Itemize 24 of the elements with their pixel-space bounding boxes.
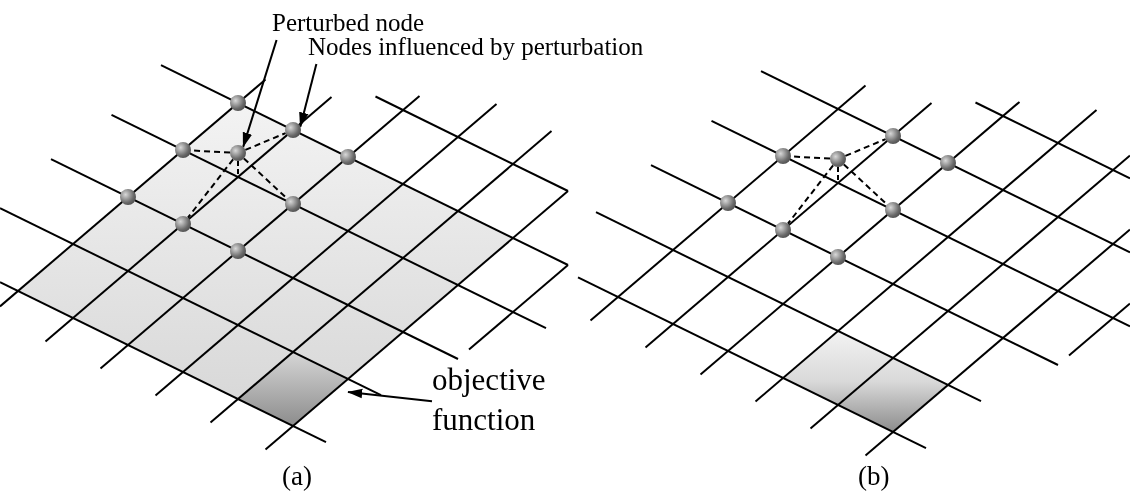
grid-node-sphere xyxy=(285,122,301,138)
panel-label: (a) xyxy=(282,460,312,492)
grid-node-sphere xyxy=(830,249,846,265)
dashed-connector xyxy=(186,158,235,219)
grid-node-sphere xyxy=(940,155,956,171)
grid-node-sphere xyxy=(120,189,136,205)
leader-arrow xyxy=(347,388,433,403)
grid-node-sphere xyxy=(885,202,901,218)
grid-node-sphere xyxy=(175,142,191,158)
grid-node-sphere xyxy=(230,95,246,111)
grid-node-sphere xyxy=(720,195,736,211)
dashed-connector xyxy=(786,164,835,225)
panel-label: (b) xyxy=(858,460,890,492)
callout-text: objective function xyxy=(432,360,572,441)
grid-node-sphere xyxy=(885,128,901,144)
leader-arrow xyxy=(299,63,318,128)
dashed-connector xyxy=(244,132,287,151)
grid-node-sphere xyxy=(775,148,791,164)
grid-node-sphere xyxy=(775,222,791,238)
leader-arrow xyxy=(242,39,278,148)
dashed-connector xyxy=(844,138,887,157)
shaded-surface-cell xyxy=(238,352,348,426)
grid-node-sphere xyxy=(340,149,356,165)
grid-node-sphere xyxy=(830,151,846,167)
